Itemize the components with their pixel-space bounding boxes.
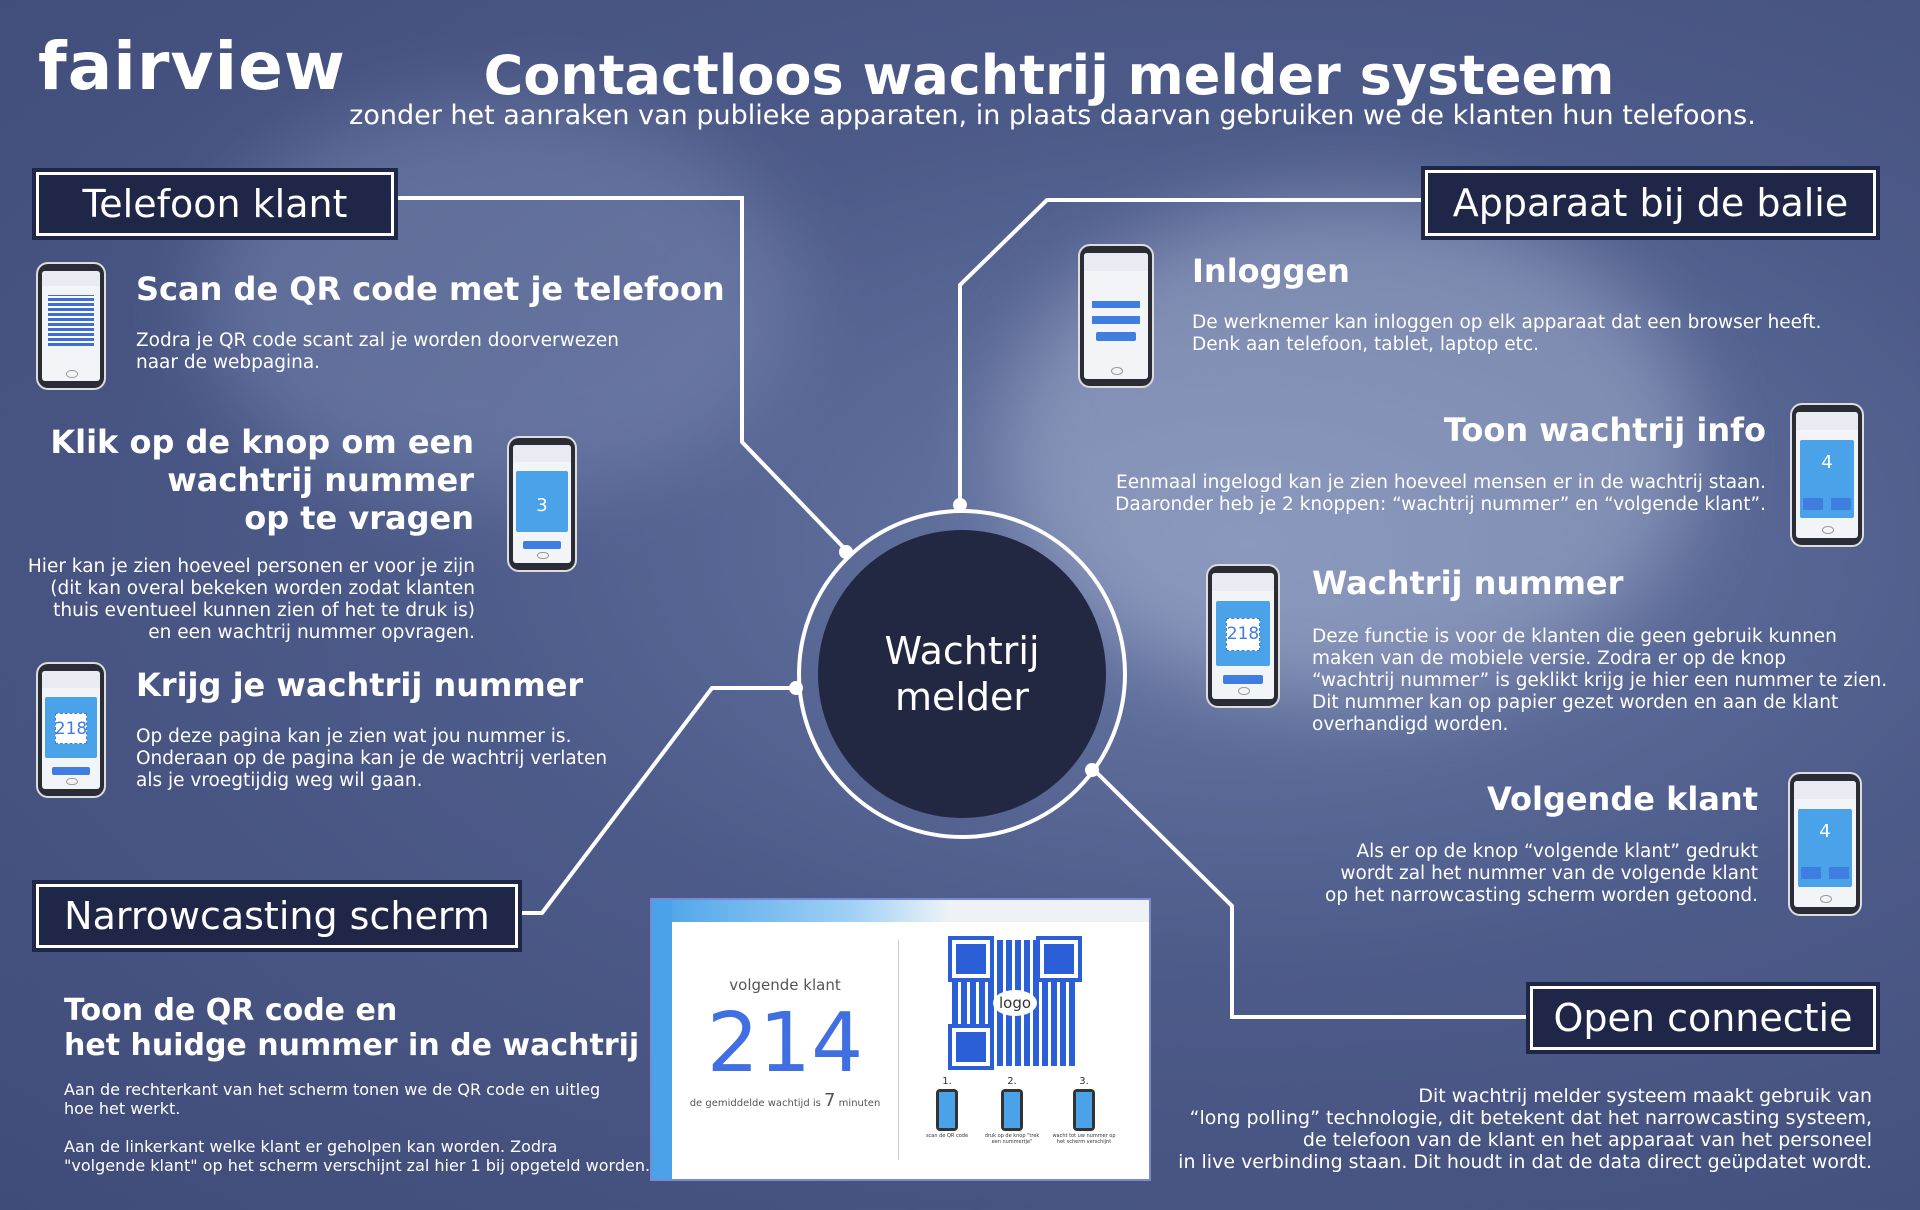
- line-narrowcasting: [520, 686, 796, 915]
- narrowcasting-screen: volgende klant 214 de gemiddelde wachtij…: [652, 900, 1149, 1179]
- text-line: De werknemer kan inloggen op elk apparaa…: [1192, 312, 1822, 333]
- phone-login: [1080, 246, 1152, 386]
- heading-line: wachtrij nummer: [167, 461, 474, 499]
- screen-number: 214: [706, 996, 864, 1091]
- brand-logo: fairview: [38, 28, 346, 105]
- step-1: 1. scan de QR code: [922, 1076, 972, 1139]
- text-line: “wachtrij nummer” is geklikt krijg je hi…: [1312, 670, 1888, 691]
- next-count: 4: [1819, 821, 1831, 843]
- heading-receive: Krijg je wachtrij nummer: [136, 666, 584, 704]
- text-line: Als er op de knop “volgende klant” gedru…: [1356, 841, 1759, 862]
- text-line: maken van de mobiele versie. Zodra er op…: [1312, 648, 1787, 669]
- text-line: Onderaan op de pagina kan je de wachtrij…: [136, 748, 608, 769]
- step-number: 3.: [1079, 1076, 1089, 1087]
- heading-line: op te vragen: [244, 499, 474, 537]
- text-line: Daaronder heb je 2 knoppen: “wachtrij nu…: [1115, 494, 1766, 515]
- text-line: als je vroegtijdig weg wil gaan.: [136, 770, 423, 791]
- heading-line: Klik op de knop om een: [50, 423, 474, 461]
- ticket-number: 218: [54, 713, 88, 744]
- step-number: 1.: [942, 1076, 952, 1087]
- text-line: in live verbinding staan. Dit houdt in d…: [1178, 1151, 1872, 1173]
- text-click: Hier kan je zien hoeveel personen er voo…: [20, 556, 475, 644]
- heading-scan: Scan de QR code met je telefoon: [136, 270, 725, 308]
- heading-next: Volgende klant: [1486, 780, 1758, 818]
- text-line: Dit nummer kan op papier gezet worden en…: [1312, 692, 1839, 713]
- text-line: naar de webpagina.: [136, 352, 321, 373]
- text-line: en een wachtrij nummer opvragen.: [148, 622, 475, 643]
- phone-ticket: 218: [38, 664, 104, 796]
- heading-info: Toon wachtrij info: [1443, 411, 1766, 449]
- heading-line: het huidge nummer in de wachtrij: [64, 1028, 640, 1063]
- wait-value: 7: [824, 1090, 836, 1111]
- line-phone: [322, 196, 848, 552]
- line-counter: [958, 198, 1425, 505]
- center-label-line: melder: [894, 675, 1030, 719]
- step-text: scan de QR code: [925, 1133, 969, 1139]
- text-line: Aan de rechterkant van het scherm tonen …: [64, 1080, 601, 1099]
- text-info: Eenmaal ingelogd kan je zien hoeveel men…: [1000, 472, 1766, 516]
- phone-ticket-counter: 218: [1208, 566, 1278, 706]
- text-line: wordt zal het nummer van de volgende kla…: [1340, 863, 1758, 884]
- phone-qr-scan: [38, 264, 104, 388]
- screen-label: volgende klant: [729, 976, 841, 994]
- center-label-line: Wachtrij: [884, 629, 1040, 673]
- text-receive: Op deze pagina kan je zien wat jou numme…: [136, 726, 607, 792]
- label-apparaat-balie: Apparaat bij de balie: [1421, 166, 1880, 240]
- text-narrowcasting: Aan de rechterkant van het scherm tonen …: [64, 1080, 650, 1175]
- text-next: Als er op de knop “volgende klant” gedru…: [1200, 841, 1758, 907]
- wait-suffix: minuten: [838, 1098, 881, 1109]
- step-text: druk op de knop "trek een nummertje": [984, 1133, 1040, 1145]
- text-line: op het narrowcasting scherm worden getoo…: [1325, 885, 1758, 906]
- label-telefoon-klant: Telefoon klant: [32, 168, 398, 240]
- qr-code-icon: logo: [948, 936, 1082, 1070]
- counter-ticket-number: 218: [1225, 618, 1261, 651]
- text-line: hoe het werkt.: [64, 1099, 181, 1118]
- text-line: thuis eventueel kunnen zien of het te dr…: [53, 600, 475, 621]
- text-line: overhandigd worden.: [1312, 714, 1509, 735]
- center-ring: [797, 509, 1127, 839]
- phone-queue-info: 4: [1792, 405, 1862, 545]
- line-connection: [1090, 766, 1530, 1019]
- step-number: 2.: [1007, 1076, 1017, 1087]
- text-line: de telefoon van de klant en het apparaat…: [1302, 1129, 1872, 1151]
- phone-queue-count: 3: [509, 438, 575, 570]
- text-connection: Dit wachtrij melder systeem maakt gebrui…: [1000, 1085, 1872, 1173]
- wait-prefix: de gemiddelde wachtijd is: [689, 1098, 821, 1109]
- label-open-connectie: Open connectie: [1526, 982, 1880, 1054]
- text-number: Deze functie is voor de klanten die geen…: [1312, 626, 1887, 736]
- page-subtitle: zonder het aanraken van publieke apparat…: [349, 100, 1756, 131]
- step-text: wacht tot uw nummer op het scherm versch…: [1052, 1133, 1116, 1145]
- heading-narrowcasting: Toon de QR code en het huidge nummer in …: [64, 993, 639, 1063]
- text-line: Aan de linkerkant welke klant er geholpe…: [64, 1137, 558, 1156]
- qr-logo: logo: [993, 990, 1037, 1016]
- screen-wait: de gemiddelde wachtijd is 7 minuten: [672, 1090, 898, 1111]
- text-line: (dit kan overal bekeken worden zodat kla…: [50, 578, 475, 599]
- text-line: "volgende klant" op het scherm verschijn…: [64, 1156, 651, 1175]
- heading-click: Klik op de knop om een wachtrij nummer o…: [40, 423, 474, 537]
- heading-login: Inloggen: [1192, 252, 1350, 290]
- queue-count: 3: [536, 494, 548, 516]
- node-counter: [953, 498, 967, 512]
- page-title: Contactloos wachtrij melder systeem: [483, 44, 1615, 107]
- text-line: “long polling” technologie, dit betekent…: [1189, 1107, 1872, 1129]
- heading-number: Wachtrij nummer: [1312, 564, 1624, 602]
- counter-count: 4: [1821, 452, 1833, 474]
- bg-blob: [200, 100, 800, 500]
- heading-line: Toon de QR code en: [64, 993, 398, 1028]
- text-line: Op deze pagina kan je zien wat jou numme…: [136, 726, 572, 747]
- text-line: Hier kan je zien hoeveel personen er voo…: [27, 556, 475, 577]
- label-narrowcasting: Narrowcasting scherm: [32, 880, 522, 952]
- text-line: Denk aan telefoon, tablet, laptop etc.: [1192, 334, 1539, 355]
- step-3: 3. wacht tot uw nummer op het scherm ver…: [1052, 1076, 1116, 1145]
- step-2: 2. druk op de knop "trek een nummertje": [980, 1076, 1044, 1145]
- text-line: Eenmaal ingelogd kan je zien hoeveel men…: [1116, 472, 1766, 493]
- phone-next-customer: 4: [1790, 774, 1860, 914]
- text-login: De werknemer kan inloggen op elk apparaa…: [1192, 312, 1821, 356]
- text-line: Deze functie is voor de klanten die geen…: [1312, 626, 1837, 647]
- text-scan: Zodra je QR code scant zal je worden doo…: [136, 330, 619, 374]
- text-line: Zodra je QR code scant zal je worden doo…: [136, 330, 619, 351]
- text-line: Dit wachtrij melder systeem maakt gebrui…: [1418, 1085, 1872, 1107]
